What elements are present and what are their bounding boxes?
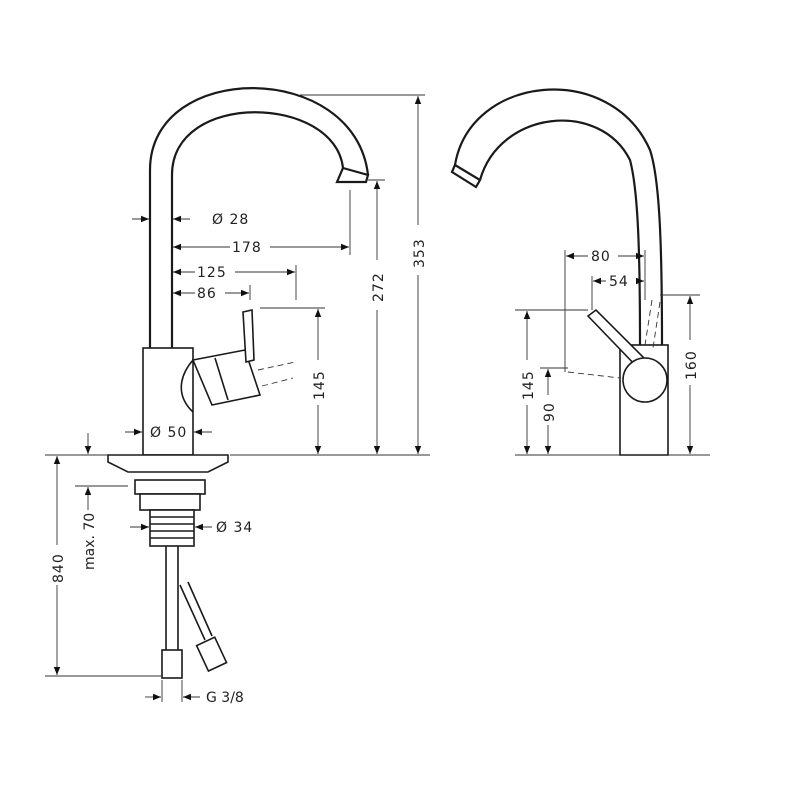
dim-86: 86 bbox=[197, 286, 217, 302]
dim-272: 272 bbox=[371, 272, 387, 302]
supply-hose bbox=[165, 546, 179, 650]
dim-840: 840 bbox=[51, 553, 67, 583]
handle-alternate-position bbox=[257, 361, 296, 387]
dim-80: 80 bbox=[591, 249, 611, 265]
side-lever-alternate-position-low bbox=[567, 371, 621, 379]
handle-joint bbox=[180, 359, 194, 413]
dim-shank-diameter: Ø 34 bbox=[216, 520, 253, 536]
dim-90: 90 bbox=[542, 402, 558, 422]
mounting-nut bbox=[134, 479, 206, 495]
hose-fitting-angled bbox=[195, 636, 228, 673]
extension-lines bbox=[230, 94, 430, 456]
dim-178: 178 bbox=[232, 240, 262, 256]
dim-connection: G 3/8 bbox=[206, 690, 244, 706]
handle-block-seam bbox=[214, 357, 229, 401]
dim-max-70: max. 70 bbox=[82, 513, 98, 570]
spout-inner bbox=[170, 111, 345, 348]
handle-lever bbox=[242, 309, 255, 364]
spout-outer bbox=[148, 87, 370, 348]
dim-353: 353 bbox=[412, 238, 428, 268]
connection-extension-lines bbox=[161, 680, 183, 702]
handle-block bbox=[191, 349, 262, 406]
side-spout-tip bbox=[450, 163, 482, 189]
side-lever-alternate-position bbox=[644, 299, 661, 349]
side-view: 80 54 145 90 160 bbox=[450, 88, 710, 456]
dim-54: 54 bbox=[609, 274, 629, 290]
reach-extension-lines bbox=[249, 190, 351, 300]
dim-125: 125 bbox=[197, 265, 227, 281]
spout-tip bbox=[335, 166, 370, 184]
front-view: 353 272 145 178 125 86 Ø 28 Ø 50 Ø 34 84… bbox=[45, 87, 430, 706]
side-extension-lines bbox=[515, 250, 710, 456]
side-knob bbox=[622, 357, 668, 403]
hose-fitting bbox=[161, 649, 183, 679]
threaded-shank bbox=[149, 509, 195, 547]
mounting-washer bbox=[139, 493, 201, 511]
dim-spout-diameter: Ø 28 bbox=[212, 212, 249, 228]
dim-145: 145 bbox=[312, 370, 328, 400]
dim-160: 160 bbox=[684, 350, 700, 380]
shank-threads bbox=[150, 516, 194, 539]
supply-hose-angled bbox=[179, 581, 213, 641]
dim-side-145: 145 bbox=[521, 370, 537, 400]
dim-body-diameter: Ø 50 bbox=[150, 425, 187, 441]
side-spout-inner bbox=[478, 119, 642, 346]
base-plate bbox=[107, 454, 229, 473]
base-extension-lines bbox=[45, 454, 162, 677]
side-spout-outer bbox=[453, 88, 664, 346]
